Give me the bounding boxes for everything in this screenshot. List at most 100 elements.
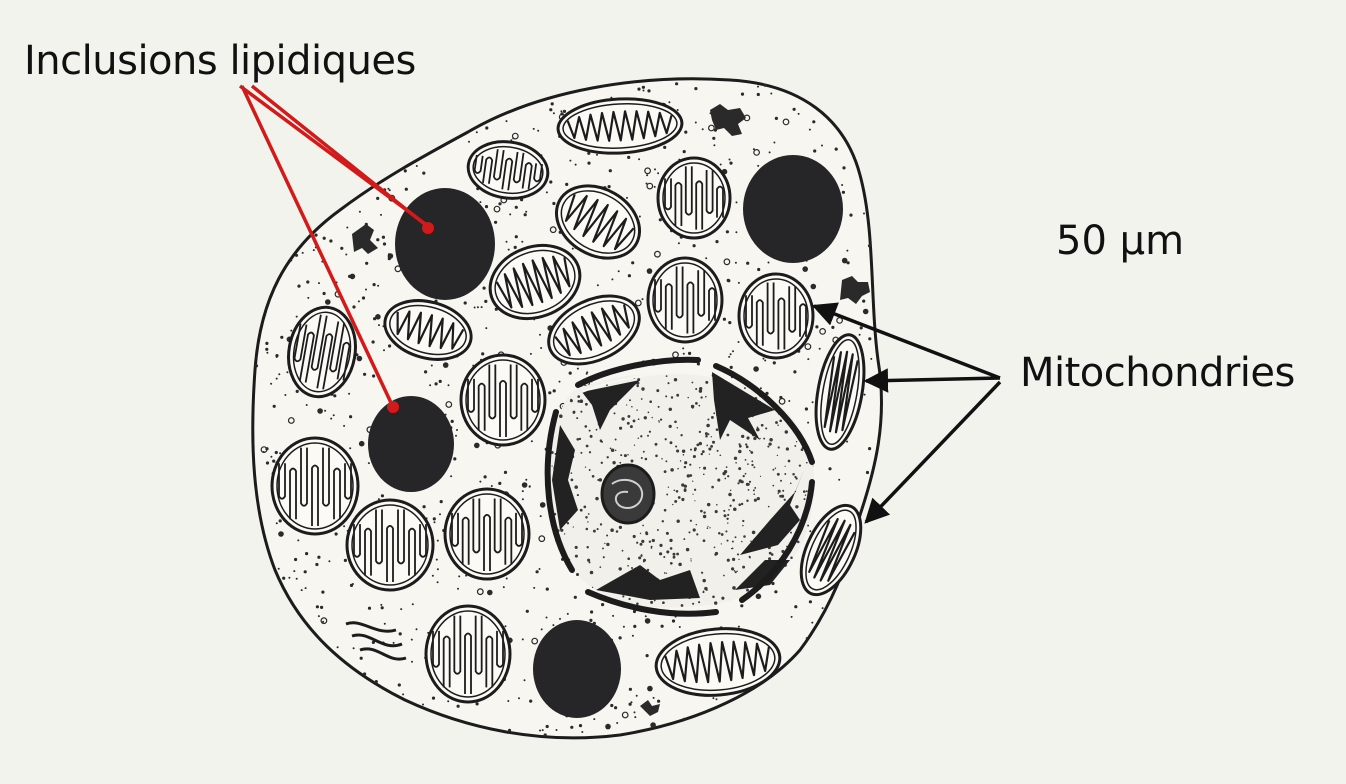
granule <box>652 696 655 699</box>
chromatin-dot <box>654 442 658 446</box>
granule <box>275 377 278 380</box>
granule <box>841 257 848 264</box>
granule <box>305 404 308 406</box>
granule <box>535 570 539 574</box>
granule <box>628 687 633 691</box>
chromatin-dot <box>715 467 718 470</box>
granule <box>468 140 470 143</box>
granule <box>549 226 557 234</box>
chromatin-dot <box>738 443 741 446</box>
chromatin-dot <box>685 547 690 552</box>
granule <box>295 315 298 318</box>
granule <box>320 617 328 625</box>
chromatin-dot <box>736 570 738 573</box>
granule <box>616 722 619 724</box>
chromatin-dot <box>772 468 775 471</box>
granule <box>333 394 337 398</box>
granule <box>345 253 348 256</box>
chromatin-dot <box>714 601 718 605</box>
chromatin-dot <box>725 530 728 533</box>
chromatin-dot <box>631 405 633 408</box>
granule <box>485 126 489 130</box>
chromatin-dot <box>756 426 759 429</box>
chromatin-dot <box>743 535 746 538</box>
granule <box>644 615 647 618</box>
lipid-inclusions-label: Inclusions lipidiques <box>24 38 416 84</box>
lipid-pointer-line <box>240 85 395 408</box>
granule <box>712 697 715 700</box>
chromatin-dot <box>721 596 725 600</box>
granule <box>521 482 528 488</box>
chromatin-dot <box>636 602 639 606</box>
granule <box>524 213 526 216</box>
granule <box>336 646 339 649</box>
granule <box>380 606 384 610</box>
granule <box>275 354 279 358</box>
chromatin-dot <box>570 398 573 401</box>
granule <box>301 251 304 254</box>
granule <box>654 168 656 171</box>
chromatin-dot <box>659 418 663 421</box>
nuclear-envelope <box>585 589 719 617</box>
granule <box>352 305 356 309</box>
chromatin-dot <box>690 560 692 562</box>
granule <box>265 341 269 345</box>
mitochondrion <box>443 487 531 581</box>
chromatin-dot <box>769 438 773 442</box>
granule <box>570 725 574 729</box>
granule <box>429 384 432 387</box>
granule <box>565 182 569 186</box>
chromatin-wedge <box>740 470 804 555</box>
chromatin-dot <box>664 438 667 441</box>
granule <box>278 531 284 537</box>
granule <box>436 581 439 584</box>
chromatin-dot <box>680 604 684 607</box>
granule <box>388 344 392 348</box>
granule <box>550 102 554 106</box>
granule <box>668 101 671 104</box>
chromatin-dot <box>760 423 764 427</box>
granule <box>735 231 738 234</box>
granule <box>581 731 584 733</box>
granule <box>290 259 293 262</box>
chromatin-dot <box>675 490 679 493</box>
chromatin-dot <box>619 426 623 430</box>
mitochondrion <box>459 353 547 447</box>
granule <box>740 92 745 96</box>
granule <box>372 283 376 287</box>
chromatin-dot <box>577 400 581 403</box>
granule <box>645 182 648 185</box>
chromatin-dot <box>704 432 708 436</box>
chromatin-dot <box>614 438 617 441</box>
chromatin-dot <box>640 554 643 556</box>
chromatin-dot <box>651 416 653 419</box>
granule <box>286 371 289 374</box>
granule <box>540 628 543 631</box>
chromatin-dot <box>606 456 609 459</box>
granule <box>358 210 361 213</box>
granule <box>507 248 510 251</box>
chromatin-dot <box>551 465 553 467</box>
chromatin-dot <box>645 532 649 536</box>
granule <box>578 724 583 728</box>
chromatin-dot <box>559 414 563 418</box>
chromatin-dot <box>676 427 679 429</box>
chromatin-dot <box>753 466 756 469</box>
granule <box>644 618 651 624</box>
granule <box>487 589 493 596</box>
granule <box>539 515 542 518</box>
granule <box>682 150 686 154</box>
granule <box>507 700 510 702</box>
granule <box>272 459 276 463</box>
chromatin-dot <box>579 508 583 512</box>
chromatin-dot <box>742 474 745 478</box>
chromatin-dot <box>692 528 696 532</box>
chromatin-dot <box>783 498 786 501</box>
granule <box>770 92 773 95</box>
granule <box>363 372 367 376</box>
chromatin-dot <box>651 538 655 543</box>
chromatin-dot <box>661 520 665 523</box>
nuclear-envelope <box>544 409 575 573</box>
chromatin-dot <box>731 567 735 571</box>
chromatin-dot <box>621 549 624 552</box>
